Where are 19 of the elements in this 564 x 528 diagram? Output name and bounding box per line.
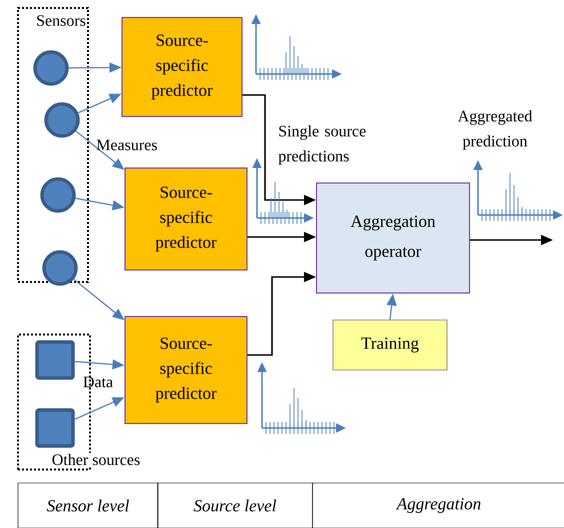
- training-box: Training: [332, 320, 448, 370]
- annotation-label: Single source predictions: [278, 125, 366, 165]
- predictor-box: Source-specific predictor: [124, 168, 248, 270]
- table-cell: Aggregation: [312, 482, 564, 528]
- operator-box: Aggregation operator: [316, 182, 470, 294]
- table-cell: Source level: [157, 482, 313, 528]
- table-cell: Sensor level: [18, 482, 158, 528]
- annotation-label: Measures: [96, 140, 157, 150]
- predictor-box: Source-specific predictor: [122, 17, 242, 117]
- sensor-circle: [44, 102, 80, 138]
- sensor-group-box: Sensors: [17, 7, 89, 283]
- sensor-circle: [33, 50, 69, 86]
- annotation-label: Aggregated prediction: [458, 110, 532, 150]
- annotation-label: Data: [83, 376, 113, 388]
- sensor-circle: [40, 177, 76, 213]
- sensor-circle: [42, 250, 78, 286]
- source-square: [35, 408, 75, 448]
- source-square: [35, 340, 75, 380]
- predictor-box: Source-specific predictor: [124, 316, 248, 424]
